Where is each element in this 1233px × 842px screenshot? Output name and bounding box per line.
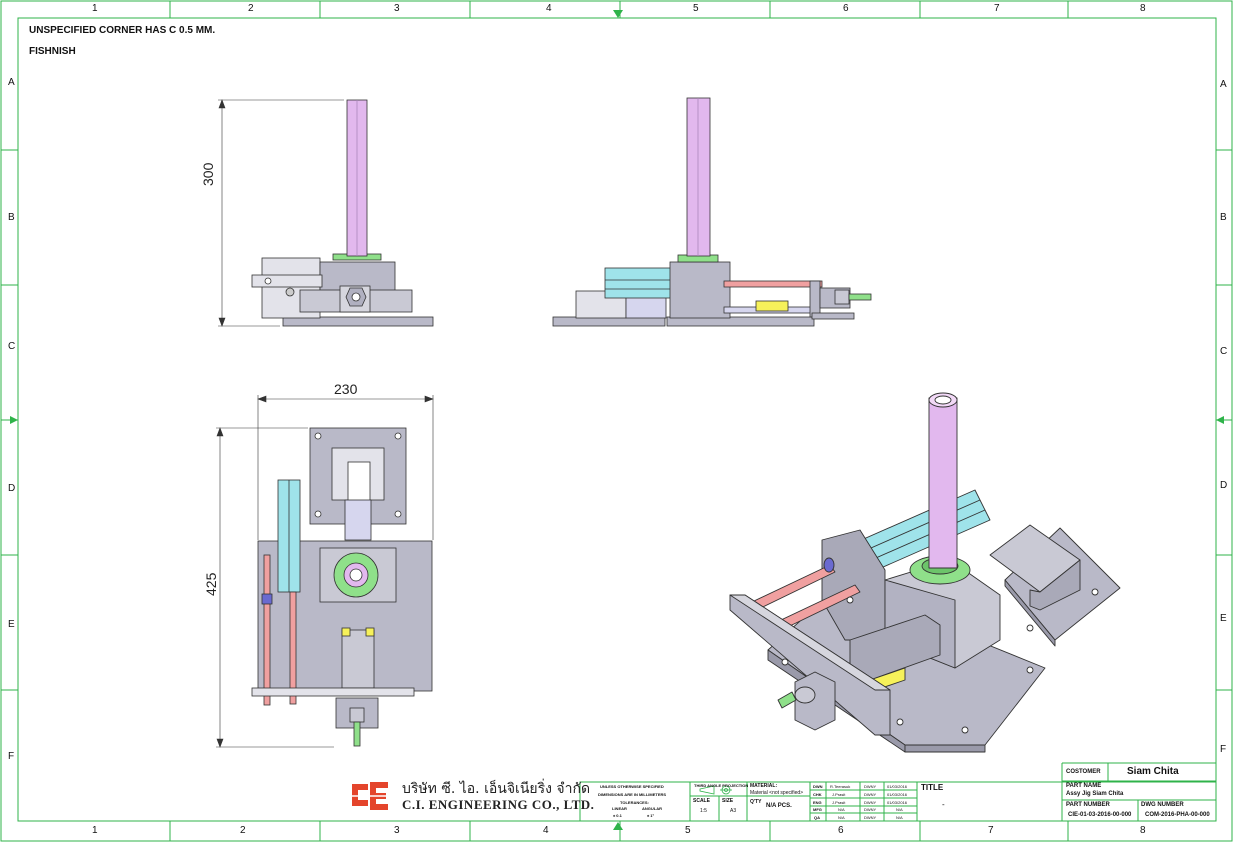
general-note-2: DIMENSIONS ARE IN MILLIMETERS (598, 792, 667, 797)
zone-col-1-top: 1 (92, 3, 98, 14)
zone-col-4-bottom: 4 (543, 825, 549, 836)
title-block-frame (579, 762, 1217, 822)
title-label: TITLE (921, 783, 944, 792)
dimension-300 (218, 99, 344, 327)
projection-label: THIRD ANGLE PROJECTION (694, 783, 749, 788)
approval-role: CHK (813, 792, 822, 797)
approval-date: N/A (896, 815, 903, 820)
note-unspecified-corner: UNSPECIFIED CORNER HAS C 0.5 MM. (29, 25, 216, 36)
approval-name: J.Prasit (832, 800, 846, 805)
zone-col-7-top: 7 (994, 3, 1000, 14)
zone-row-b-right: B (1220, 212, 1227, 223)
centering-marks (10, 10, 1224, 830)
zone-col-2-bottom: 2 (240, 825, 246, 836)
dimension-300-text: 300 (200, 162, 216, 186)
zone-col-8-bottom: 8 (1140, 825, 1146, 836)
zone-row-c-right: C (1220, 346, 1228, 357)
approval-name: J.Prasit (832, 792, 846, 797)
approval-name: N/A (838, 815, 845, 820)
zone-row-e-left: E (8, 619, 15, 630)
approval-sign: DWNY (864, 784, 877, 789)
part-number-label: PART NUMBER (1066, 802, 1110, 808)
zone-col-6-top: 6 (843, 3, 849, 14)
dimension-425-text: 425 (203, 572, 219, 596)
zone-row-b-left: B (8, 212, 15, 223)
dwg-number-label: DWG NUMBER (1141, 802, 1184, 808)
material-label: MATERIAL: (750, 783, 778, 789)
zone-col-4-top: 4 (546, 3, 552, 14)
tolerance-angular-label: ANGULAR (642, 806, 662, 811)
part-name-label: PART NAME (1066, 783, 1102, 789)
approval-sign: DWNY (864, 807, 877, 812)
material-value: Material <not specified> (750, 790, 804, 796)
third-angle-projection-symbol (699, 785, 732, 795)
approval-name: R.Teerasuk (830, 784, 851, 789)
part-name-value: Assy Jig Siam Chita (1066, 791, 1124, 797)
approval-name: N/A (838, 807, 845, 812)
zone-col-5-top: 5 (693, 3, 699, 14)
tolerance-linear-label: LINEAR (612, 806, 627, 811)
front-view (251, 99, 434, 327)
zone-col-3-bottom: 3 (394, 825, 400, 836)
zone-row-c-left: C (8, 341, 16, 352)
approval-date: 01/03/2016 (887, 784, 908, 789)
customer-label: COSTOMER (1066, 769, 1101, 775)
company-name-thai: บริษัท ซี. ไอ. เอ็นจิเนียริ่ง จำกัด (402, 781, 591, 797)
zone-col-2-top: 2 (248, 3, 254, 14)
approval-role: ENG (813, 800, 822, 805)
approval-role: MFG (813, 807, 822, 812)
approval-sign: DWNY (864, 800, 877, 805)
zone-col-7-bottom: 7 (988, 825, 994, 836)
zone-col-5-bottom: 5 (685, 825, 691, 836)
dimension-230-text: 230 (334, 381, 358, 397)
zone-row-f-right: F (1220, 744, 1227, 755)
zone-row-f-left: F (8, 751, 15, 762)
tolerance-angular: ± 1° (647, 813, 655, 818)
zone-col-8-top: 8 (1140, 3, 1146, 14)
scale-value: 1:5 (700, 808, 707, 814)
approval-sign: DWNY (864, 815, 877, 820)
zone-row-a-right: A (1220, 79, 1227, 90)
dimension-425 (216, 427, 334, 748)
zone-col-6-bottom: 6 (838, 825, 844, 836)
approval-role: DWN (813, 784, 823, 789)
approval-date: 01/03/2016 (887, 792, 908, 797)
qty-value: N/A PCS. (766, 803, 792, 809)
zone-row-e-right: E (1220, 613, 1227, 624)
top-view (251, 427, 433, 747)
tolerance-linear: ± 0.1 (613, 813, 622, 818)
scale-label: SCALE (693, 798, 710, 804)
zone-col-1-bottom: 1 (92, 825, 98, 836)
zone-row-d-left: D (8, 483, 16, 494)
isometric-view (729, 392, 1121, 753)
approval-sign: DWNY (864, 792, 877, 797)
general-note-1: UNLESS OTHERWISE SPECIFIED (600, 784, 664, 789)
zone-col-3-top: 3 (394, 3, 400, 14)
zone-row-a-left: A (8, 77, 15, 88)
note-finish: FISHNISH (29, 46, 76, 57)
approval-role: QA (814, 815, 820, 820)
approval-date: 01/03/2016 (887, 800, 908, 805)
company-name-english: C.I. ENGINEERING CO., LTD. (402, 797, 595, 812)
dwg-number-value: COM-2016-PHA-00-000 (1145, 812, 1210, 818)
zone-row-d-right: D (1220, 480, 1228, 491)
qty-label: Q'TY (750, 799, 762, 805)
company-logo-icon (348, 782, 392, 810)
side-view (552, 97, 872, 327)
dimension-230 (257, 395, 434, 540)
customer-value: Siam Chita (1127, 766, 1179, 777)
approval-date: N/A (896, 807, 903, 812)
size-label: SIZE (722, 798, 734, 804)
part-number-value: CIE-01-03-2016-00-000 (1068, 812, 1132, 818)
general-note-3: TOLERANCES: (620, 800, 649, 805)
size-value: A3 (730, 808, 737, 814)
title-value: - (942, 800, 945, 809)
